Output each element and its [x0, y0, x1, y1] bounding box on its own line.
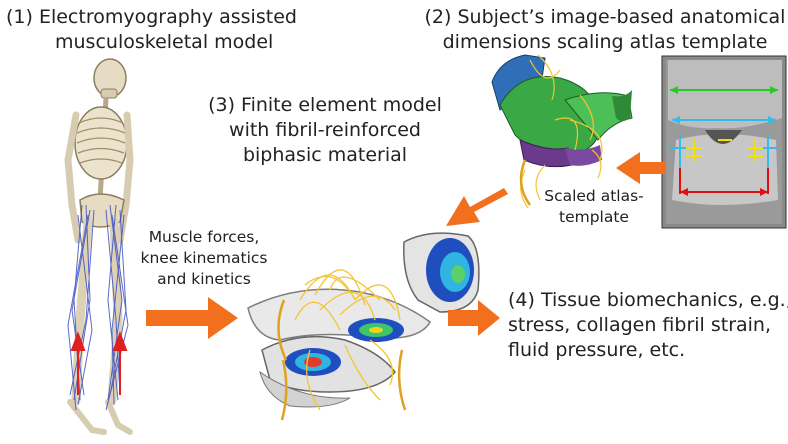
- arrow-right-icon: [146, 297, 238, 339]
- muscle-label-line2: knee kinematics: [140, 249, 268, 267]
- muscle-label-line1: Muscle forces,: [148, 228, 260, 246]
- finite-element-model: [247, 232, 480, 421]
- arrow-right-icon: [448, 300, 500, 336]
- muscle-label-line3: and kinetics: [157, 270, 251, 288]
- step1-line1: (1) Electromyography assisted: [6, 6, 297, 28]
- atlas-template-model: [491, 54, 633, 209]
- step4-line3: fluid pressure, etc.: [508, 339, 686, 361]
- musculoskeletal-model: [64, 58, 134, 435]
- flow-arrows: [146, 152, 666, 339]
- mri-image: [661, 55, 787, 229]
- step2-title: (2) Subject’s image-based anatomical dim…: [424, 5, 786, 55]
- step4-line1: (4) Tissue biomechanics, e.g.,: [508, 289, 788, 311]
- step3-title: (3) Finite element model with fibril-rei…: [200, 93, 450, 168]
- step4-line2: stress, collagen fibril strain,: [508, 314, 772, 336]
- arrow-left-icon: [616, 152, 666, 184]
- step1-line2: musculoskeletal model: [55, 31, 274, 53]
- step4-title: (4) Tissue biomechanics, e.g., stress, c…: [508, 288, 788, 363]
- step1-title: (1) Electromyography assisted musculoske…: [6, 5, 297, 55]
- atlas-label-line1: Scaled atlas-: [544, 187, 644, 205]
- step3-line1: (3) Finite element model: [208, 94, 442, 116]
- step3-line3: biphasic material: [242, 144, 408, 166]
- step3-line2: with fibril-reinforced: [229, 119, 421, 141]
- step2-line2: dimensions scaling atlas template: [442, 31, 768, 53]
- atlas-label-line2: template: [559, 208, 629, 226]
- arrow-down-left-icon: [446, 188, 508, 226]
- step2-line1: (2) Subject’s image-based anatomical: [424, 6, 786, 28]
- atlas-label: Scaled atlas- template: [532, 186, 656, 228]
- muscle-label: Muscle forces, knee kinematics and kinet…: [124, 227, 284, 290]
